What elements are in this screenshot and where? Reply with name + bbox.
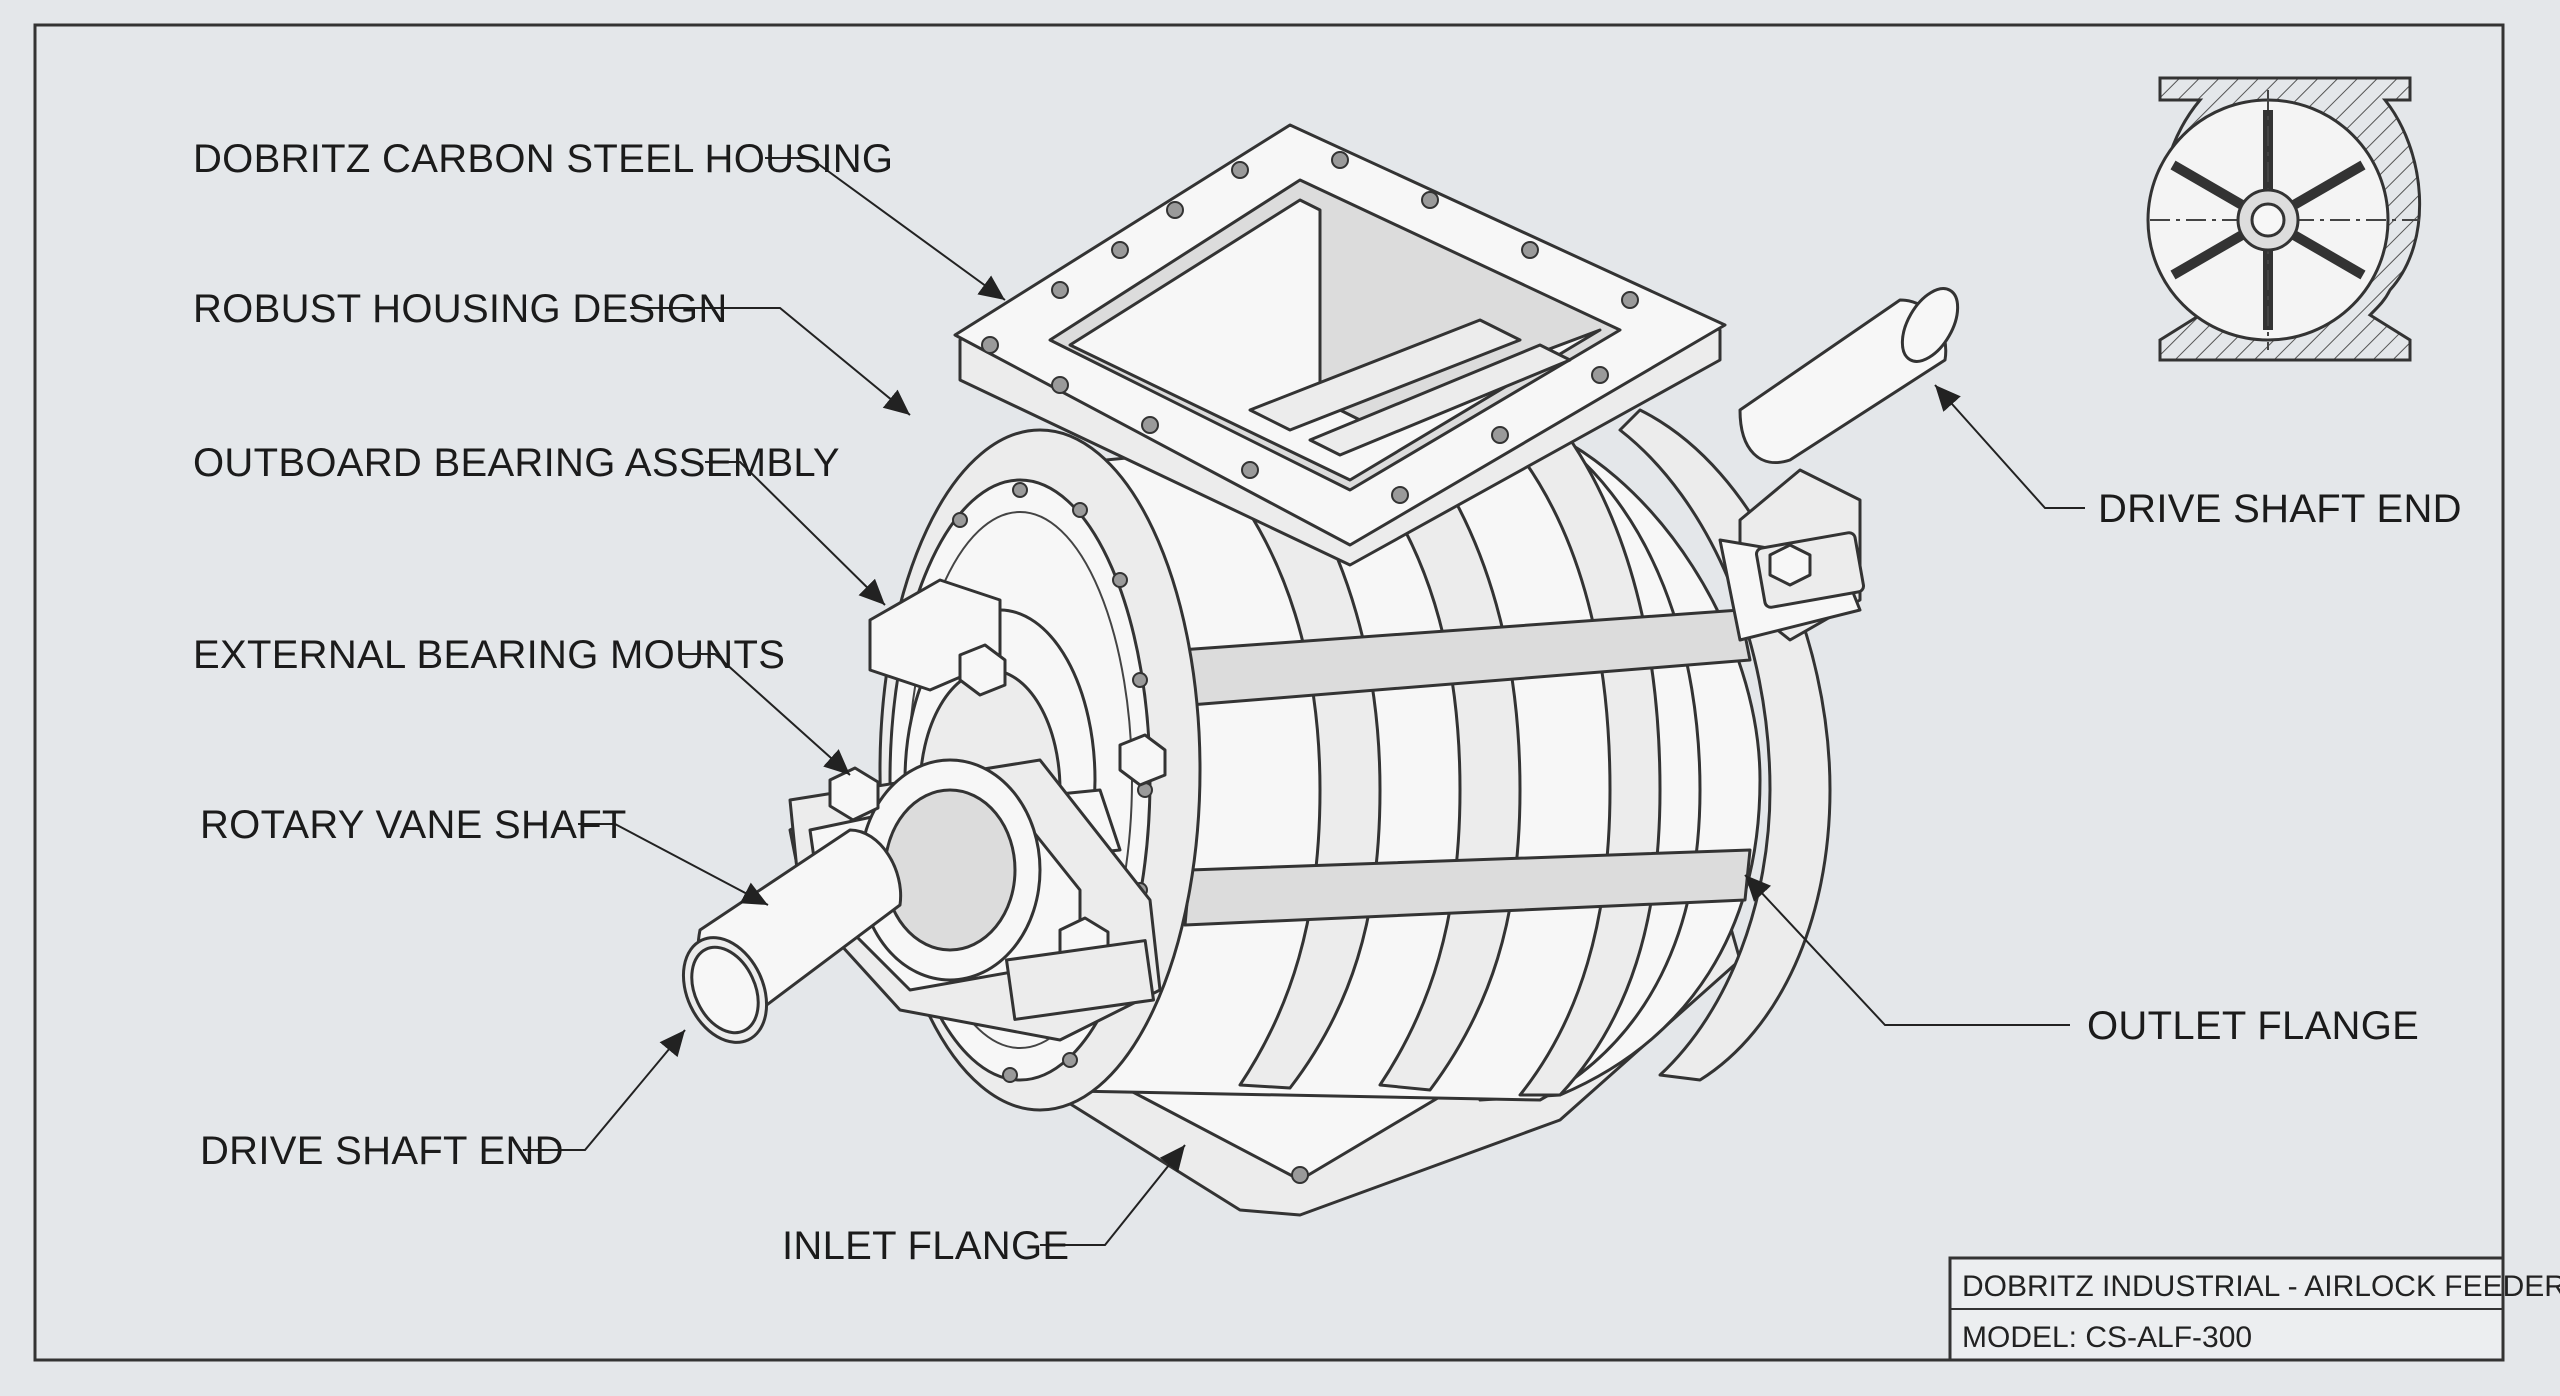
callout-vane-shaft: ROTARY VANE SHAFT	[200, 803, 627, 847]
callout-outboard: OUTBOARD BEARING ASSEMBLY	[193, 441, 840, 485]
callout-mounts: EXTERNAL BEARING MOUNTS	[193, 633, 785, 677]
callout-drive-left: DRIVE SHAFT END	[200, 1129, 564, 1173]
callout-housing: DOBRITZ CARBON STEEL HOUSING	[193, 137, 893, 181]
flange-bolt-holes	[981, 151, 1639, 504]
cross-section-view	[2146, 76, 2422, 362]
callout-robust: ROBUST HOUSING DESIGN	[193, 287, 728, 331]
callout-labels: DOBRITZ CARBON STEEL HOUSING ROBUST HOUS…	[193, 137, 2462, 1268]
callout-drive-right: DRIVE SHAFT END	[2098, 487, 2462, 531]
sheet-border	[33, 23, 2505, 1362]
callout-inlet: INLET FLANGE	[782, 1224, 1069, 1268]
left-drive-shaft	[681, 828, 903, 1044]
top-flange-housing	[953, 123, 1727, 567]
title-block-model: MODEL: CS-ALF-300	[1962, 1321, 2252, 1354]
airlock-feeder-illustration	[681, 123, 1960, 1217]
leader-lines	[523, 157, 2085, 1246]
callout-outlet: OUTLET FLANGE	[2087, 1004, 2419, 1048]
title-block-title: DOBRITZ INDUSTRIAL - AIRLOCK FEEDER	[1962, 1270, 2560, 1303]
title-block: DOBRITZ INDUSTRIAL - AIRLOCK FEEDER MODE…	[1948, 1256, 2560, 1362]
right-drive-shaft	[1718, 287, 1960, 642]
